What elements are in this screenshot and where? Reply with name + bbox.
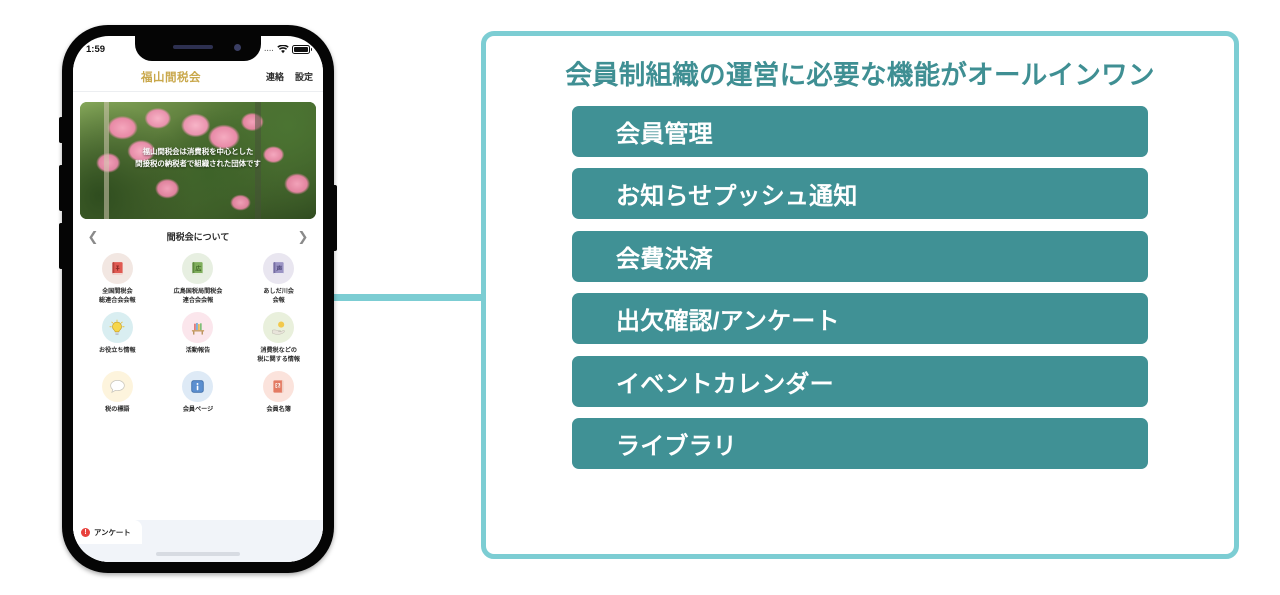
phone-screen: 1:59 .... 福山間税会 連絡 設定 <box>73 36 323 562</box>
lightbulb-icon <box>101 312 133 344</box>
green-bulletin-book-icon: 広 <box>182 253 214 284</box>
header-link-contact[interactable]: 連絡 <box>265 72 284 82</box>
feature-list: 会員管理 お知らせプッシュ通知 会費決済 出欠確認/アンケート イベントカレンダ… <box>510 105 1210 470</box>
battery-fill <box>294 46 308 52</box>
app-header: 福山間税会 連絡 設定 <box>73 62 323 92</box>
status-bar: 1:59 .... <box>73 36 323 62</box>
carousel-bar: ❮ 間税会について ❯ <box>82 228 314 251</box>
carousel-label: 間税会について <box>166 232 230 242</box>
grid-item-tax-slogan[interactable]: 税の標語 <box>77 371 158 415</box>
info-square-icon <box>182 371 214 403</box>
front-camera <box>234 44 241 51</box>
phone-power-button[interactable] <box>333 185 337 251</box>
red-bulletin-book-icon <box>101 253 133 284</box>
grid-item-label: お役立ち情報 <box>99 347 136 355</box>
grid-item-label: 全国間税会総連合会会報 <box>99 288 136 304</box>
phone-volume-down-button[interactable] <box>59 223 63 269</box>
wifi-icon <box>277 44 289 53</box>
earpiece-speaker <box>173 45 213 49</box>
bookshelf-icon <box>182 312 214 344</box>
svg-text:声: 声 <box>276 265 283 273</box>
tab-survey[interactable]: ! アンケート <box>73 520 142 544</box>
chevron-left-icon[interactable]: ❮ <box>87 229 99 244</box>
battery-icon <box>292 44 312 54</box>
hero-caption: 福山間税会は消費税を中心とした 間接税の納税者で組織された団体です <box>80 146 316 170</box>
hand-coin-icon <box>263 312 295 344</box>
hero-banner[interactable]: 福山間税会は消費税を中心とした 間接税の納税者で組織された団体です <box>80 102 316 219</box>
svg-text:広: 広 <box>195 265 202 273</box>
phone-silent-switch[interactable] <box>59 117 63 143</box>
grid-item-hiroshima-bulletin[interactable]: 広 広島国税局間税会連合会会報 <box>158 253 239 305</box>
feature-item-push-notification[interactable]: お知らせプッシュ通知 <box>572 168 1148 220</box>
hero-caption-line2: 間接税の納税者で組織された団体です <box>135 159 261 169</box>
grid-item-label: 会員名簿 <box>266 406 291 414</box>
member-directory-book-icon: 名 <box>263 371 295 403</box>
home-indicator[interactable] <box>156 552 240 556</box>
phone-volume-up-button[interactable] <box>59 165 63 211</box>
feature-item-event-calendar[interactable]: イベントカレンダー <box>572 355 1148 407</box>
phone-mockup: 1:59 .... 福山間税会 連絡 設定 <box>59 25 337 573</box>
feature-icon-grid: 全国間税会総連合会会報 広 広島国税局間税会連合会会報 <box>73 251 323 415</box>
purple-bulletin-book-icon: 声 <box>263 253 295 284</box>
hero-post-left <box>103 102 109 219</box>
signal-dots: .... <box>264 45 274 53</box>
grid-item-label: あしだ川会会報 <box>263 288 294 304</box>
bottom-tab-strip: ! アンケート <box>73 520 323 562</box>
grid-item-activity-report[interactable]: 活動報告 <box>158 312 239 364</box>
feature-item-library[interactable]: ライブラリ <box>572 418 1148 470</box>
grid-item-label: 消費税などの税に関する情報 <box>257 347 300 363</box>
panel-title: 会員制組織の運営に必要な機能がオールインワン <box>565 60 1155 90</box>
grid-item-useful-info[interactable]: お役立ち情報 <box>77 312 158 364</box>
grid-item-national-bulletin[interactable]: 全国間税会総連合会会報 <box>77 253 158 305</box>
grid-item-label: 活動報告 <box>185 347 211 355</box>
alert-badge-icon: ! <box>81 527 90 537</box>
app-title: 福山間税会 <box>141 71 201 84</box>
status-bar-indicators: .... <box>264 44 312 54</box>
speech-bubble-icon <box>101 371 133 403</box>
connector-line <box>330 294 490 301</box>
grid-item-tax-info[interactable]: 消費税などの税に関する情報 <box>238 312 319 364</box>
header-link-settings[interactable]: 設定 <box>294 72 313 82</box>
grid-item-label: 会員ページ <box>182 406 214 414</box>
grid-item-label: 広島国税局間税会連合会会報 <box>173 288 223 304</box>
hero-post-right <box>254 102 261 219</box>
phone-notch <box>135 36 261 61</box>
chevron-right-icon[interactable]: ❯ <box>297 229 309 244</box>
feature-item-member-management[interactable]: 会員管理 <box>572 105 1148 157</box>
feature-item-fee-payment[interactable]: 会費決済 <box>572 230 1148 282</box>
grid-item-member-page[interactable]: 会員ページ <box>158 371 239 415</box>
hero-caption-line1: 福山間税会は消費税を中心とした <box>142 147 254 156</box>
grid-item-label: 税の標語 <box>105 406 130 414</box>
features-panel: 会員制組織の運営に必要な機能がオールインワン 会員管理 お知らせプッシュ通知 会… <box>481 31 1239 559</box>
status-bar-time: 1:59 <box>86 43 106 55</box>
grid-item-ashidagawa-bulletin[interactable]: 声 あしだ川会会報 <box>238 253 319 305</box>
feature-item-attendance-survey[interactable]: 出欠確認/アンケート <box>572 293 1148 345</box>
hero-rose-photo <box>80 102 316 219</box>
svg-text:名: 名 <box>275 383 280 388</box>
app-content: 福山間税会は消費税を中心とした 間接税の納税者で組織された団体です ❮ 間税会に… <box>73 93 323 562</box>
grid-item-member-directory[interactable]: 名 会員名簿 <box>238 371 319 415</box>
tab-survey-label: アンケート <box>94 527 131 537</box>
